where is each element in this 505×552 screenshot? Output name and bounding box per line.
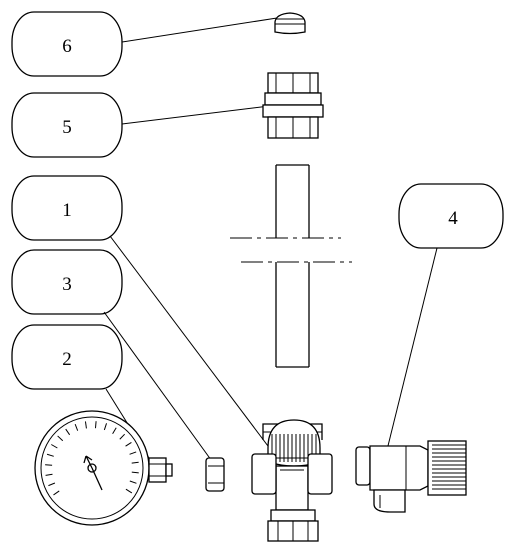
callout-1-label: 1 xyxy=(62,200,72,221)
callout-2: 2 xyxy=(12,325,122,389)
part-1-pipe xyxy=(230,165,352,367)
leader-line-4 xyxy=(384,248,437,462)
callout-6: 6 xyxy=(12,12,122,76)
part-4-angle-valve xyxy=(356,441,466,512)
callout-3-label: 3 xyxy=(62,274,72,295)
callout-4-label: 4 xyxy=(448,208,458,229)
valve-body xyxy=(252,420,332,541)
part-5-union-nut xyxy=(263,73,323,138)
leader-line-6 xyxy=(122,18,277,42)
callout-3: 3 xyxy=(12,250,122,314)
callout-4: 4 xyxy=(399,184,503,248)
callout-5-label: 5 xyxy=(62,117,72,138)
part-6-cap xyxy=(275,13,305,34)
part-2-pressure-gauge xyxy=(35,411,172,525)
part-3-plug xyxy=(206,458,224,491)
callout-5: 5 xyxy=(12,93,122,157)
leader-line-1 xyxy=(110,236,280,462)
callout-2-label: 2 xyxy=(62,349,72,370)
callout-1: 1 xyxy=(12,176,122,240)
callout-6-label: 6 xyxy=(62,36,72,57)
